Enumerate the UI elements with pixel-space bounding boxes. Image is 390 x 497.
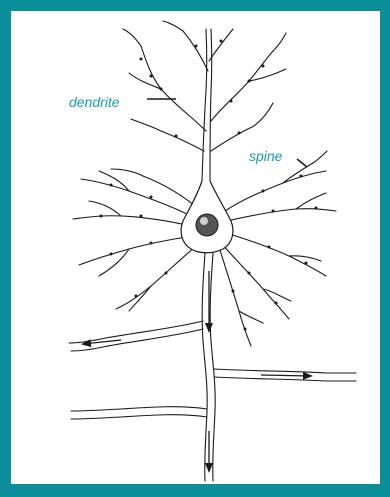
collateral-arrow-right — [261, 375, 311, 376]
basal-dendrites-left — [73, 169, 196, 311]
neuron-diagram: dendrite spine — [11, 11, 380, 484]
neuron-drawing — [11, 11, 380, 484]
basal-dendrites-right — [219, 151, 336, 346]
spine-label: spine — [249, 148, 282, 164]
cell-body — [181, 181, 233, 253]
label-leaders — [147, 99, 307, 167]
collateral-arrow-left — [83, 340, 121, 344]
dendrite-label: dendrite — [69, 94, 120, 110]
axon — [69, 253, 356, 481]
spine-leader-line — [297, 159, 307, 167]
